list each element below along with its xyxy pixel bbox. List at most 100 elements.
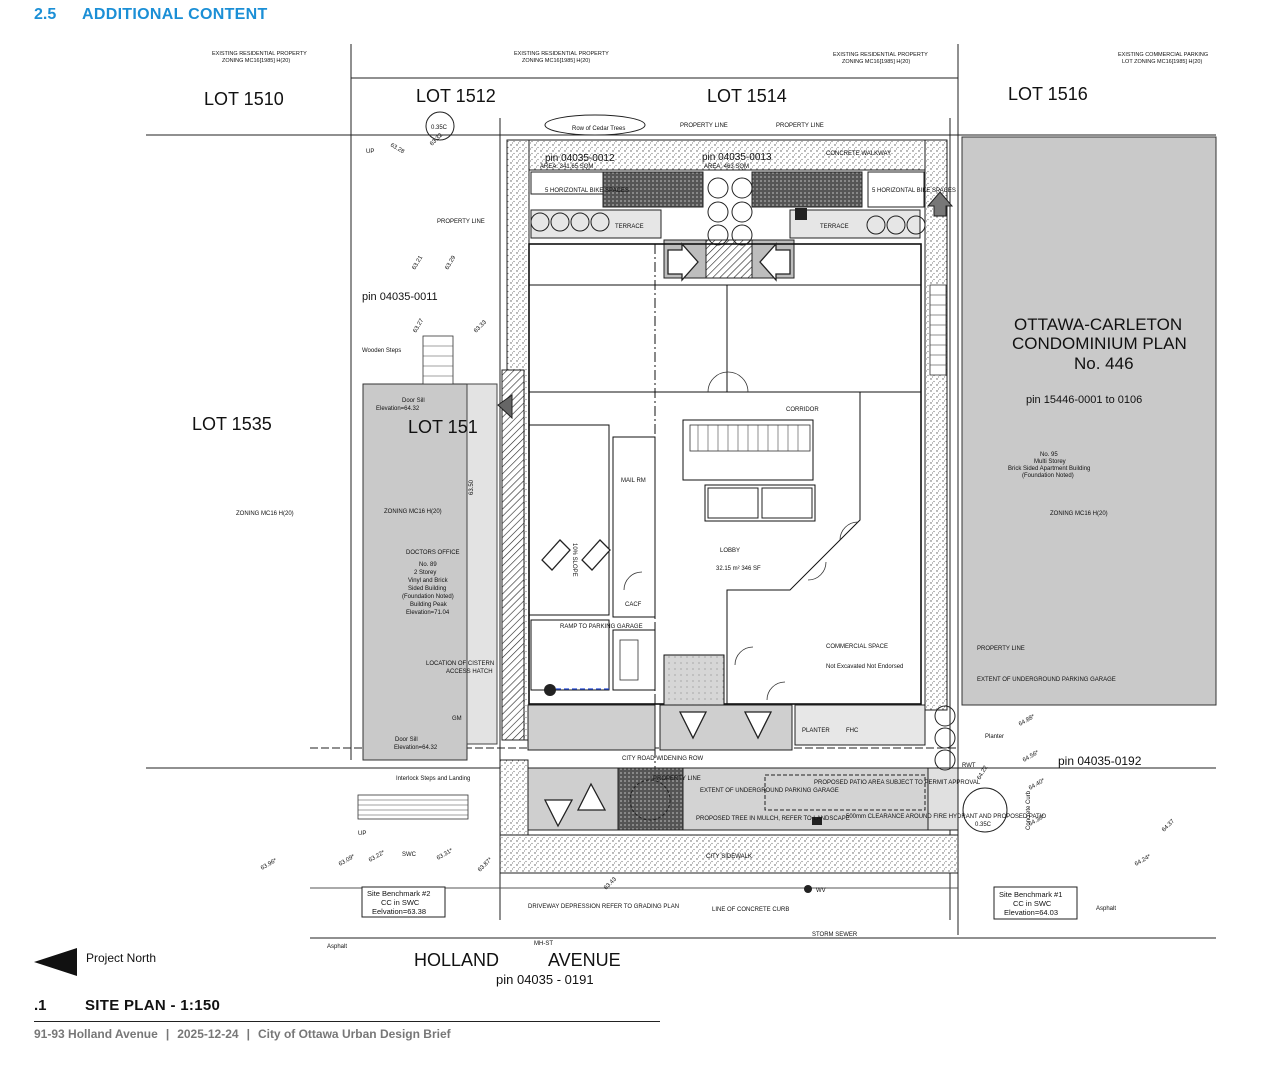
asphalt-right-label: Asphalt [1096, 906, 1116, 912]
condo-line-3: No. 446 [1074, 354, 1134, 373]
mh-st-label: MH-ST [534, 941, 553, 947]
zoning-left-label: ZONING MC16 H(20) [236, 511, 294, 517]
doctors-office-label: DOCTORS OFFICE [406, 550, 460, 556]
elev-14: 63.87* [477, 856, 494, 873]
elev-6: 63.33 [473, 319, 488, 334]
concrete-walkway-label: CONCRETE WALKWAY [826, 151, 891, 157]
water-valve-symbol [804, 885, 812, 893]
zoning-mid-label: ZONING MC16 H(20) [384, 509, 442, 515]
terraces [530, 171, 925, 279]
wv-label: WV [816, 888, 826, 894]
footer-rule [34, 1021, 660, 1022]
lobby-label: LOBBY [720, 548, 740, 554]
pin-0192-label: pin 04035-0192 [1058, 754, 1142, 768]
entry-arrow-right [926, 191, 954, 217]
cistern-line-1: LOCATION OF CISTERN [426, 661, 494, 667]
commercial-label: COMMERCIAL SPACE [826, 644, 888, 650]
planter-right-label: Planter [985, 734, 1004, 740]
no95-line-1: No. 95 [1040, 452, 1058, 458]
gm-label: GM [452, 716, 462, 722]
neighbour-no89-building [362, 383, 468, 761]
no89-line-1: No. 89 [419, 562, 437, 568]
bike-left-label: 5 HORIZONTAL BIKE SPACES [545, 188, 629, 194]
property-line-right: PROPERTY LINE [977, 646, 1025, 652]
condo-line-2: CONDOMINIUM PLAN [1012, 334, 1187, 353]
fire-hydrant-symbol [812, 817, 822, 825]
door-sill-2: Door Sill [395, 737, 418, 743]
extent-ug-1: EXTENT OF UNDERGROUND PARKING GARAGE [700, 788, 839, 794]
zoning-right-label: ZONING MC16 H(20) [1050, 511, 1108, 517]
proposed-patio-label: PROPOSED PATIO AREA SUBJECT TO PERMIT AP… [814, 780, 981, 786]
property-line-top-2: PROPERTY LINE [776, 123, 824, 129]
clearance-label: 500mm CLEARANCE AROUND FIRE HYDRANT AND … [846, 814, 1046, 820]
lot-151x-label: LOT 151 [408, 417, 478, 437]
footer-separator-1: | [165, 1027, 170, 1041]
wooden-steps-label: Wooden Steps [362, 348, 401, 354]
holland-label: HOLLAND [414, 950, 499, 970]
city-sidewalk-label: CITY SIDEWALK [706, 854, 752, 860]
commercial-note: Not Excavated Not Endorsed [826, 664, 903, 670]
lot-labels: LOT 1510 LOT 1512 LOT 1514 LOT 1516 LOT … [192, 84, 1088, 437]
building-footprint [528, 243, 922, 830]
area-0012-label: AREA: 341.65 SQM [540, 164, 593, 170]
pin-0012-label: pin 04035-0012 [545, 153, 615, 164]
door-swings [623, 371, 859, 701]
no89-line-4: Sided Building [408, 586, 446, 592]
property-line-left: PROPERTY LINE [437, 219, 485, 225]
condo-line-1: OTTAWA-CARLETON [1014, 315, 1182, 334]
bench1-line-1: Site Benchmark #1 [999, 890, 1062, 899]
lot-1516-label: LOT 1516 [1008, 84, 1088, 104]
property-line-top-1: PROPERTY LINE [680, 123, 728, 129]
stair-treads [358, 294, 946, 816]
bench2-line-1: Site Benchmark #2 [367, 889, 430, 898]
asphalt-left-label: Asphalt [327, 944, 347, 950]
swc-label: SWC [402, 852, 417, 858]
ramp-wall [501, 369, 525, 741]
figure-title: SITE PLAN - 1:150 [85, 997, 221, 1014]
footer-address: 91-93 Holland Avenue [34, 1027, 158, 1041]
lot-1535-label: LOT 1535 [192, 414, 272, 434]
concrete-curb-label: Concrete Curb [1026, 790, 1032, 830]
ramp-label: RAMP TO PARKING GARAGE [560, 624, 643, 630]
zoning-2: ZONING MC16[1985] H(20) [522, 58, 590, 64]
lot-1510-label: LOT 1510 [204, 89, 284, 109]
extent-ug-2: EXTENT OF UNDERGROUND PARKING GARAGE [977, 677, 1116, 683]
planter-label: PLANTER [802, 728, 830, 734]
plan-annotations: Row of Cedar Trees PROPERTY LINE PROPERT… [236, 123, 1187, 950]
footer: 91-93 Holland Avenue|2025-12-24|City of … [34, 1027, 451, 1041]
corridor-label: CORRIDOR [786, 407, 819, 413]
benchmark-1: Site Benchmark #1 CC in SWC Elevation=64… [993, 886, 1078, 920]
elev-20: 64.56* [1022, 750, 1041, 764]
door-sill-2-elev: Elevation=64.32 [394, 745, 438, 751]
elev-15: 64.40* [1028, 778, 1047, 792]
entrance-arrows [541, 242, 791, 828]
existing-res-3: EXISTING RESIDENTIAL PROPERTY [833, 52, 928, 58]
mail-room-label: MAIL RM [621, 478, 646, 484]
elev-10: 63.96* [260, 858, 279, 872]
elev-12: 63.22* [368, 850, 387, 864]
section-number: 2.5 [34, 6, 57, 23]
zoning-3: ZONING MC16[1985] H(20) [842, 59, 910, 65]
ramp-slope-label: 10% SLOPE [571, 543, 577, 577]
bench1-line-3: Elevation=64.03 [1004, 908, 1058, 917]
trees [425, 111, 1008, 833]
no89-line-2: 2 Storey [414, 570, 436, 576]
project-north-arrow [34, 948, 77, 976]
footer-separator-2: | [246, 1027, 250, 1041]
interlock-label: Interlock Steps and Landing [396, 776, 470, 782]
bench2-line-2: CC in SWC [381, 898, 420, 907]
no89-line-7: Elevation=71.04 [406, 610, 450, 616]
pin-condo-label: pin 15446-0001 to 0106 [1026, 394, 1142, 406]
cistern-hatch-marker [544, 684, 556, 696]
storm-sewer-label: STORM SEWER [812, 932, 858, 938]
proposed-tree-label: PROPOSED TREE IN MULCH, REFER TO LANDSCA… [696, 816, 850, 822]
elev-17: 64.37 [1161, 818, 1176, 833]
door-sill-1-elev: Elevation=64.32 [376, 406, 420, 412]
up-label-2: UP [358, 831, 366, 837]
bench1-line-2: CC in SWC [1013, 899, 1052, 908]
up-label-1: UP [366, 149, 374, 155]
neighbour-walkway [466, 383, 498, 745]
existing-res-1: EXISTING RESIDENTIAL PROPERTY [212, 51, 307, 57]
city-road-label: CITY ROAD WIDENING ROW [622, 756, 704, 762]
